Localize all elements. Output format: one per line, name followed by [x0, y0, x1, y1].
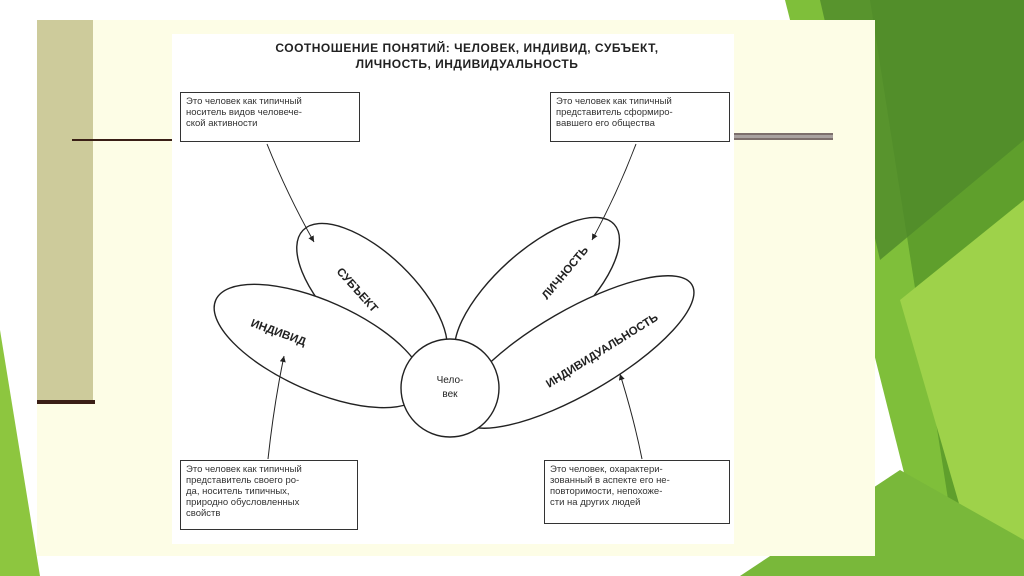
box-line: Это человек как типичный: [556, 96, 672, 107]
box-lichnost-definition: Это человек как типичный представитель с…: [550, 92, 730, 142]
slide-sidebar: [37, 20, 93, 402]
box-individualnost-definition: Это человек, охарактери- зованный в аспе…: [544, 460, 730, 524]
box-line: вавшего его общества: [556, 118, 655, 129]
box-line: природно обусловленных: [186, 497, 300, 508]
box-line: представитель своего ро-: [186, 475, 300, 486]
box-line: да, носитель типичных,: [186, 486, 290, 497]
box-line: Это человек как типичный: [186, 96, 302, 107]
box-line: повторимости, непохоже-: [550, 486, 663, 497]
diagram-title: СООТНОШЕНИЕ ПОНЯТИЙ: ЧЕЛОВЕК, ИНДИВИД, С…: [232, 40, 702, 72]
center-label-line-2: век: [442, 389, 458, 400]
arrow-individualnost: [618, 373, 643, 460]
center-label-line-1: Чело-: [437, 375, 464, 386]
header-rule-right: [733, 133, 833, 140]
box-line: носитель видов человече-: [186, 107, 302, 118]
petal-diagram: СУБЪЕКТ ИНДИВИД ЛИЧНОСТЬ ИНДИВИДУАЛЬНОСТ…: [213, 143, 695, 460]
box-line: сти на других людей: [550, 497, 641, 508]
box-line: зованный в аспекте его не-: [550, 475, 670, 486]
center-circle: [400, 338, 500, 438]
arrow-individ: [267, 355, 286, 460]
box-line: представитель сформиро-: [556, 107, 673, 118]
box-line: свойств: [186, 508, 221, 519]
box-individ-definition: Это человек как типичный представитель с…: [180, 460, 358, 530]
box-line: Это человек, охарактери-: [550, 464, 663, 475]
box-line: ской активности: [186, 118, 258, 129]
sidebar-rule: [37, 400, 95, 404]
box-subject-definition: Это человек как типичный носитель видов …: [180, 92, 360, 142]
box-line: Это человек как типичный: [186, 464, 302, 475]
diagram-title-line-1: СООТНОШЕНИЕ ПОНЯТИЙ: ЧЕЛОВЕК, ИНДИВИД, С…: [275, 41, 659, 55]
arrow-subject: [266, 143, 315, 243]
diagram-figure: СООТНОШЕНИЕ ПОНЯТИЙ: ЧЕЛОВЕК, ИНДИВИД, С…: [172, 34, 734, 544]
diagram-title-line-2: ЛИЧНОСТЬ, ИНДИВИДУАЛЬНОСТЬ: [355, 57, 579, 71]
header-rule-left: [72, 139, 172, 141]
arrow-lichnost: [591, 143, 637, 241]
